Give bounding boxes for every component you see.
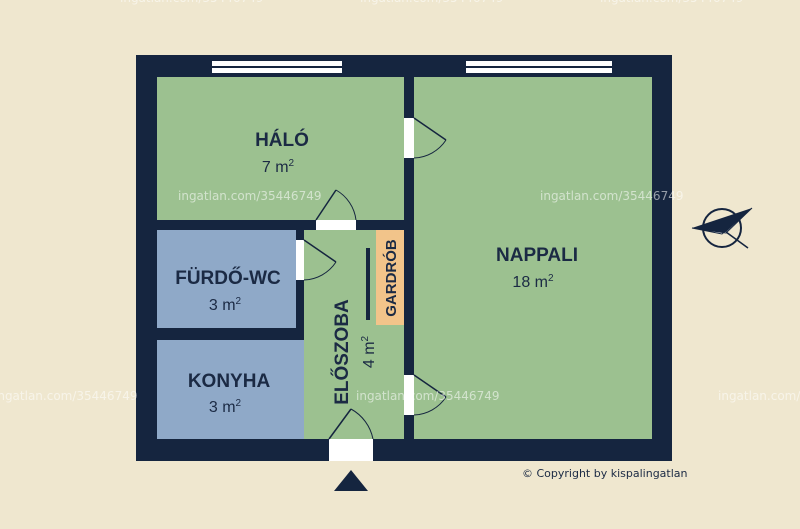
room-furdo xyxy=(157,230,296,328)
room-label-eloszoba: ELŐSZOBA xyxy=(331,299,353,405)
room-konyha xyxy=(157,340,304,439)
gardrob-door-line xyxy=(366,248,370,320)
room-label-gardrob: GARDRÓB xyxy=(382,239,400,317)
window-nappali xyxy=(466,61,612,73)
watermark-top-3: ingatlan.com/35446749 xyxy=(600,0,743,5)
watermark-right: ingatlan.com/35446749 xyxy=(718,389,800,403)
room-area-konyha: 3 m2 xyxy=(209,398,242,416)
watermark-nappali: ingatlan.com/35446749 xyxy=(540,189,683,203)
watermark-top-2: ingatlan.com/35446749 xyxy=(360,0,503,5)
watermark-center: ingatlan.com/35446749 xyxy=(356,389,499,403)
room-nappali xyxy=(414,77,652,439)
window-halo xyxy=(212,61,342,73)
room-label-konyha: KONYHA xyxy=(188,371,271,392)
room-label-furdo: FÜRDŐ-WC xyxy=(175,267,281,289)
watermark-halo: ingatlan.com/35446749 xyxy=(178,189,321,203)
room-area-halo: 7 m2 xyxy=(262,158,295,176)
room-area-furdo: 3 m2 xyxy=(209,296,242,314)
room-label-halo: HÁLÓ xyxy=(255,129,309,151)
room-halo xyxy=(157,77,404,220)
copyright: © Copyright by kispalingatlan xyxy=(522,467,688,480)
room-area-eloszoba: 4 m2 xyxy=(360,335,378,368)
door-eloszoba-nappali xyxy=(404,374,447,416)
compass-icon xyxy=(691,207,753,249)
room-label-nappali: NAPPALI xyxy=(496,245,578,266)
door-halo-eloszoba xyxy=(315,189,357,230)
room-area-nappali: 18 m2 xyxy=(512,273,554,291)
watermark-top-1: ingatlan.com/35446749 xyxy=(120,0,263,5)
door-halo-nappali xyxy=(404,117,447,159)
door-entrance xyxy=(328,408,374,461)
entrance-arrow-icon xyxy=(334,470,368,491)
watermark-left: ingatlan.com/35446749 xyxy=(0,389,137,403)
room-gardrob xyxy=(376,230,404,325)
door-eloszoba-furdo xyxy=(296,239,337,281)
